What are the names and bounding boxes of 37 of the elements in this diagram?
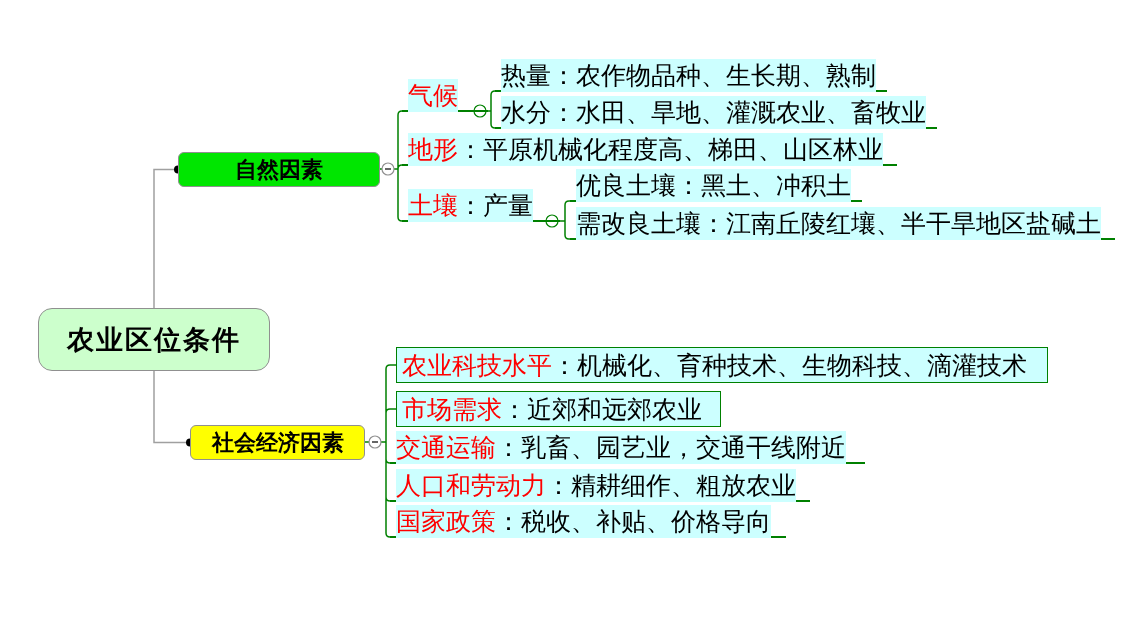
description-text: ：乳畜、园艺业，交通干线附近	[496, 432, 846, 462]
connector-line	[364, 364, 397, 538]
description-text: ：税收、补贴、价格导向	[496, 506, 771, 536]
category-label: 土壤	[408, 190, 458, 220]
subtopic-box	[390, 506, 786, 538]
connector-line	[487, 90, 496, 129]
subtopic-box	[396, 391, 721, 427]
category-label: 农业科技水平	[402, 350, 552, 380]
root-topic-box	[38, 308, 270, 371]
description-text: 热量：农作物品种、生长期、熟制	[501, 60, 876, 90]
category-label: 气候	[408, 80, 458, 110]
subtopic-box	[402, 190, 560, 222]
subtopic-box	[402, 80, 488, 112]
topic-label: 自然因素	[235, 156, 323, 182]
subtopic-box	[396, 347, 1048, 383]
connector-line	[559, 200, 571, 240]
subtopic-box	[402, 134, 897, 166]
category-label: 地形	[408, 134, 458, 164]
topic-box	[190, 425, 365, 460]
description-text: ：近郊和远郊农业	[502, 394, 702, 424]
subtopic-box	[390, 470, 810, 502]
description-text: 优良土壤：黑土、冲积土	[576, 170, 851, 200]
description-text: 水分：水田、旱地、灌溉农业、畜牧业	[501, 97, 926, 127]
description-text: 需改良土壤：江南丘陵红壤、半干旱地区盐碱土	[576, 208, 1101, 238]
category-label: 国家政策	[396, 506, 496, 536]
subtopic-box	[390, 432, 865, 464]
description-text: ：机械化、育种技术、生物科技、滴灌技术	[552, 350, 1027, 380]
description-text: ：平原机械化程度高、梯田、山区林业	[458, 134, 883, 164]
category-label: 人口和劳动力	[396, 470, 546, 500]
topic-label: 社会经济因素	[211, 429, 344, 455]
description-text: ：产量	[458, 190, 533, 220]
topic-box	[178, 152, 380, 187]
topic-label: 农业区位条件	[67, 323, 241, 355]
category-label: 交通运输	[396, 432, 496, 462]
description-text: ：精耕细作、粗放农业	[546, 470, 796, 500]
category-label: 市场需求	[402, 394, 502, 424]
connector-line	[379, 110, 403, 222]
